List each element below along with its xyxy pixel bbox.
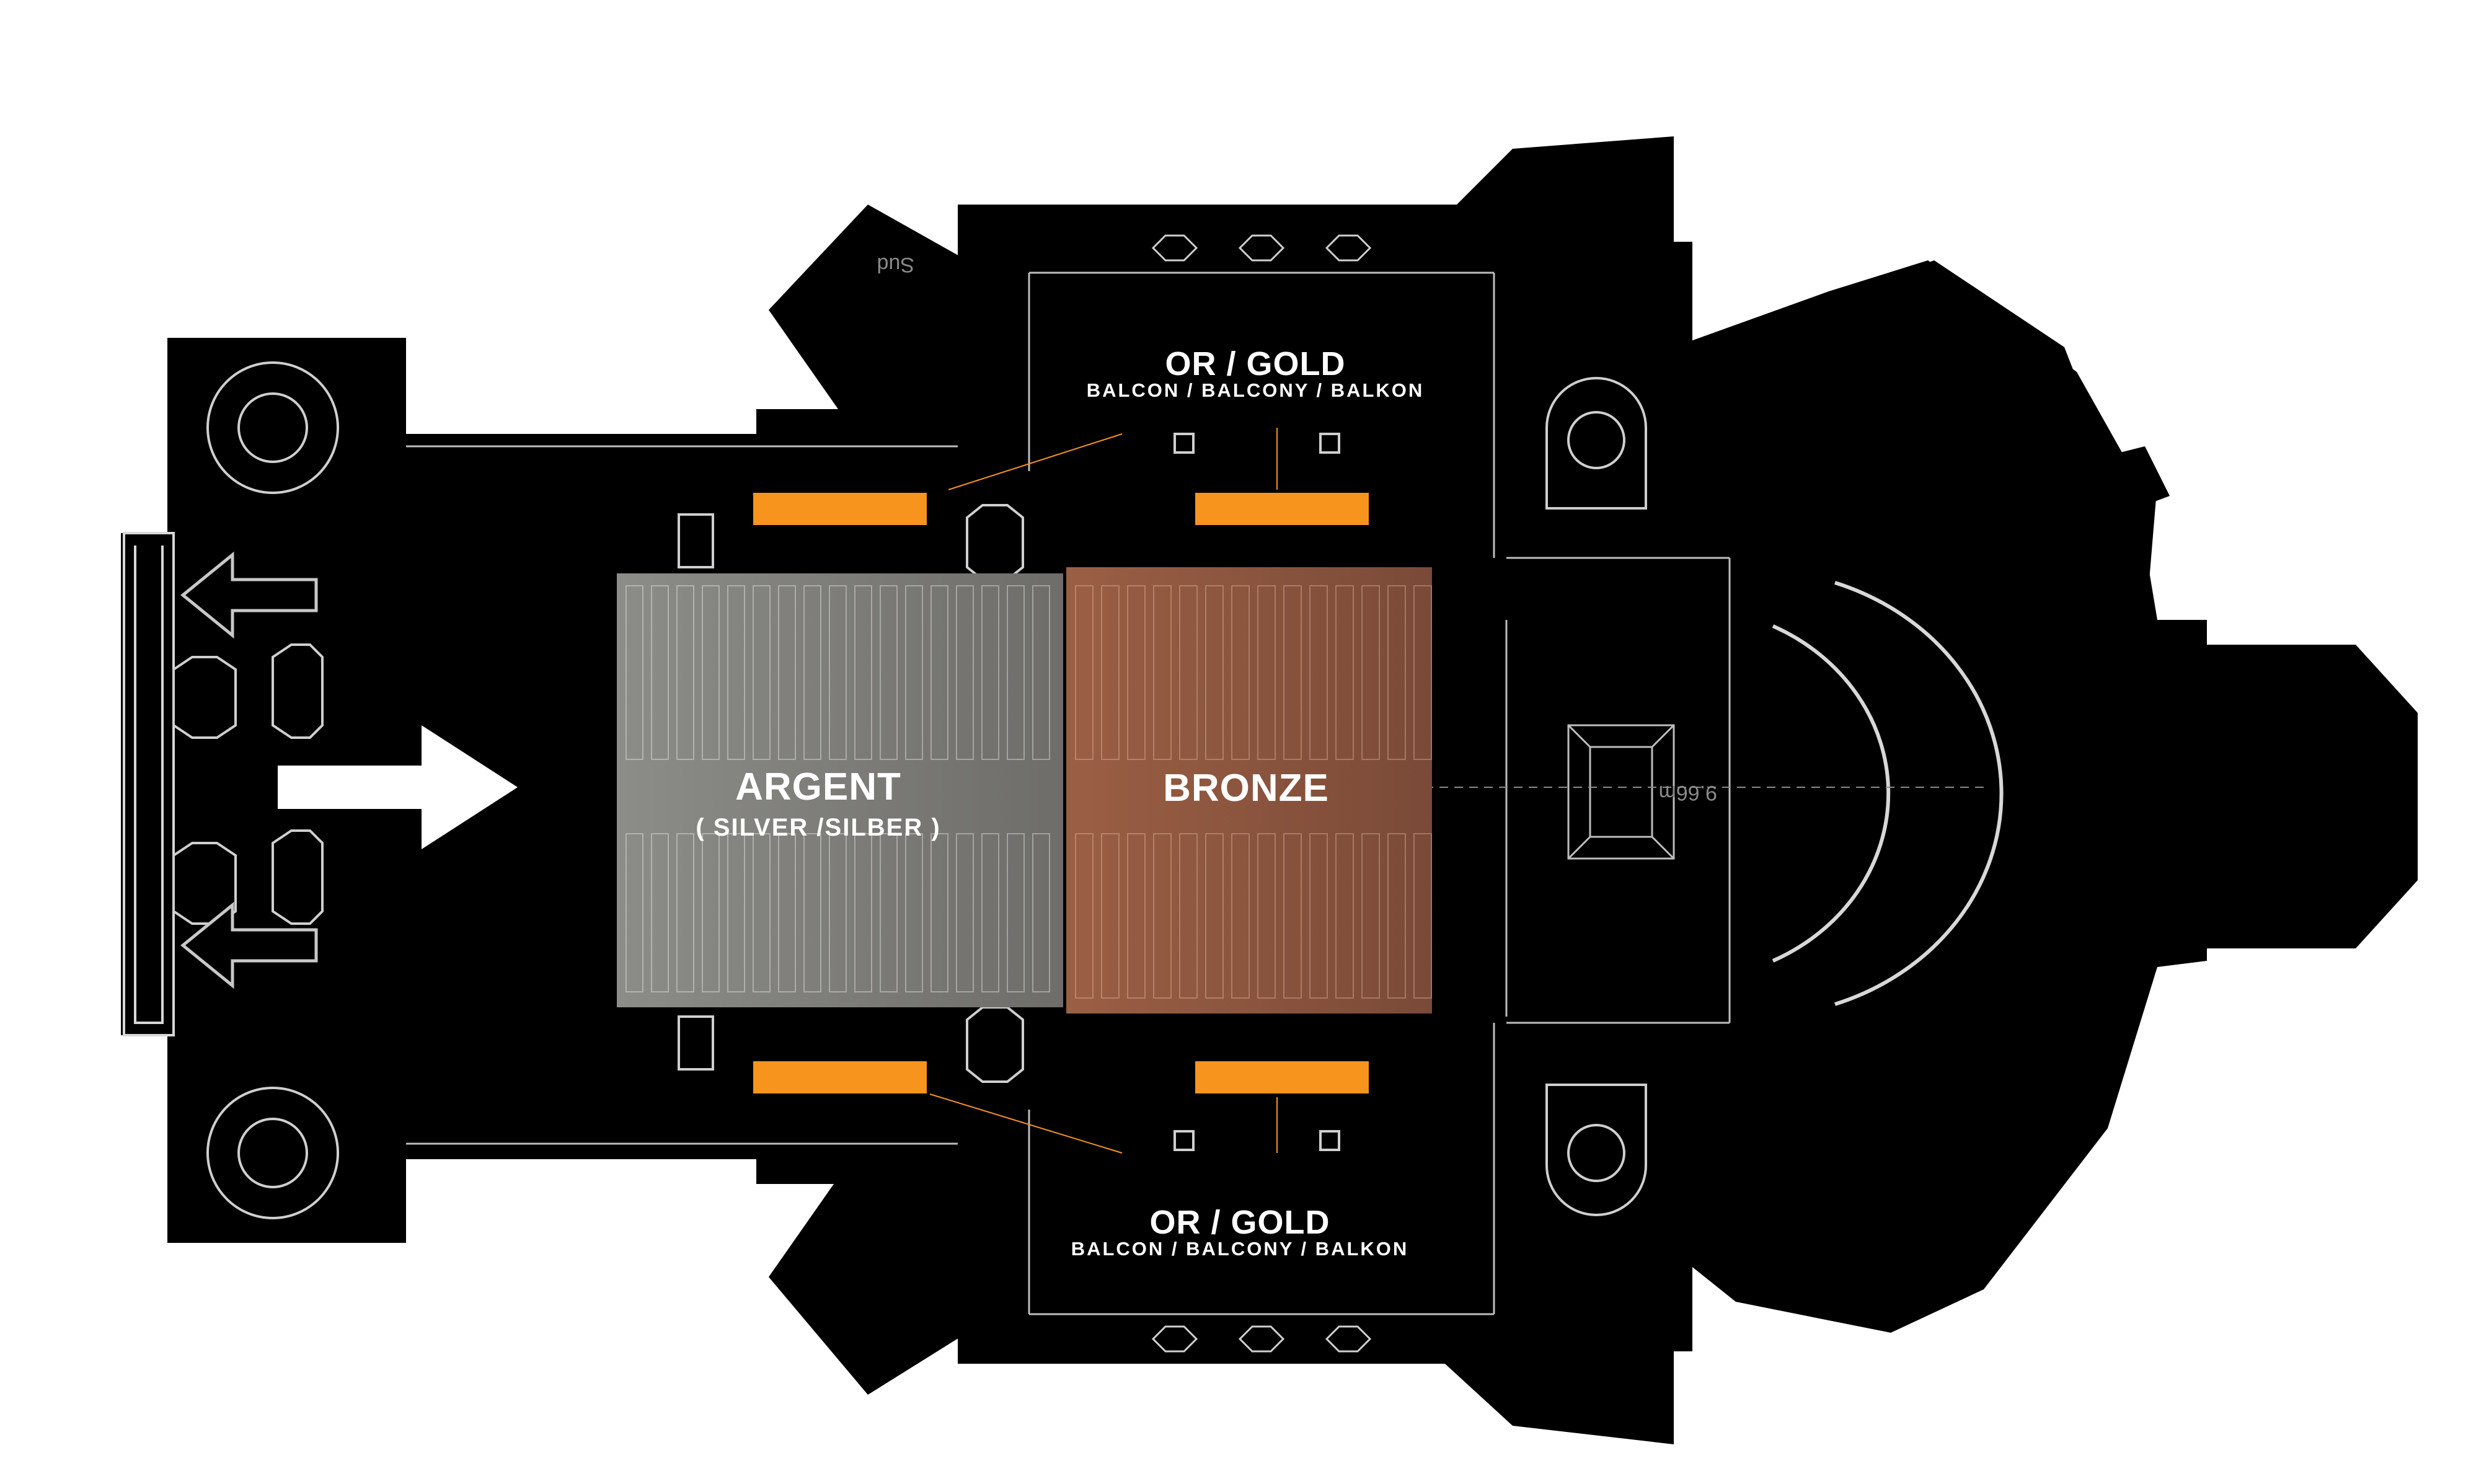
pew-row	[1361, 585, 1380, 760]
pew-row	[1101, 585, 1120, 760]
pew-row	[829, 585, 847, 760]
pew-row	[956, 585, 974, 760]
pew-row	[1075, 833, 1094, 999]
pew-row	[981, 585, 999, 760]
gold-balcony-bar-top-right[interactable]	[1195, 493, 1369, 525]
pew-row	[854, 585, 872, 760]
pew-row	[1231, 833, 1250, 999]
pew-row	[880, 585, 898, 760]
pew-row	[1127, 833, 1146, 999]
zone-silver-name: ARGENT	[735, 766, 901, 808]
pew-row	[1309, 833, 1328, 999]
pew-row	[1075, 585, 1094, 760]
choir-arc	[1772, 581, 2004, 1006]
pew-row	[1283, 585, 1302, 760]
zone-gold-bottom-name: OR / GOLD	[1150, 1204, 1330, 1241]
pew-row	[1101, 833, 1120, 999]
pew-row	[1257, 585, 1276, 760]
pew-row	[1153, 585, 1172, 760]
pew-row	[1413, 585, 1432, 760]
pew-row	[1387, 833, 1406, 999]
pew-row	[778, 833, 796, 992]
pew-row	[981, 833, 999, 992]
window-openings	[1151, 234, 1372, 1353]
pew-row	[676, 833, 694, 992]
pew-row	[803, 585, 821, 760]
pew-row	[727, 833, 745, 992]
pew-row	[1335, 833, 1354, 999]
pew-row	[854, 833, 872, 992]
pew-row	[803, 833, 821, 992]
zone-gold-top-name: OR / GOLD	[1165, 345, 1346, 382]
pew-row	[1283, 833, 1302, 999]
gold-balcony-bar-top-left[interactable]	[753, 493, 927, 525]
pew-row	[651, 585, 669, 760]
zone-silver-subtitle: ( SILVER /SILBER )	[696, 814, 940, 841]
pew-row	[1335, 585, 1354, 760]
pew-row	[753, 833, 771, 992]
pew-row	[905, 833, 923, 992]
pew-row	[625, 585, 643, 760]
pew-row	[1413, 833, 1432, 999]
pew-row	[1032, 833, 1050, 992]
altar	[1567, 724, 1675, 860]
zone-gold-top[interactable]: OR / GOLD BALCON / BALCONY / BALKON	[753, 345, 1424, 525]
center-dimension: 9.66m	[1395, 781, 1984, 805]
entrance-arrow-icon	[278, 725, 518, 849]
pew-row	[676, 585, 694, 760]
wall-lines	[406, 272, 1731, 1315]
pew-row	[905, 585, 923, 760]
pew-row	[1007, 585, 1025, 760]
dimension-label: 9.66m	[1659, 781, 1718, 805]
pillars	[172, 433, 1340, 1151]
pew-row	[702, 585, 720, 760]
pew-row	[930, 585, 948, 760]
zone-bronze-area[interactable]	[1066, 567, 1432, 1014]
pew-row	[1257, 833, 1276, 999]
silver-seat-rows	[625, 585, 1050, 992]
pew-row	[1179, 585, 1198, 760]
pew-row	[930, 833, 948, 992]
zone-gold-bottom[interactable]: OR / GOLD BALCON / BALCONY / BALKON	[753, 1061, 1408, 1260]
pew-row	[1387, 585, 1406, 760]
pew-row	[1205, 585, 1224, 760]
west-facade-lines	[123, 532, 175, 1036]
pew-row	[753, 585, 771, 760]
zone-gold-top-subtitle: BALCON / BALCONY / BALKON	[1087, 379, 1425, 401]
pew-row	[1205, 833, 1224, 999]
pew-row	[727, 585, 745, 760]
pew-row	[1361, 833, 1380, 999]
exit-arrow-icon-bottom	[180, 901, 318, 989]
pew-row	[651, 833, 669, 992]
spiral-staircases	[206, 361, 1647, 1219]
pew-row	[1309, 585, 1328, 760]
pew-row	[880, 833, 898, 992]
pew-row	[1179, 833, 1198, 999]
zone-gold-bottom-subtitle: BALCON / BALCONY / BALKON	[1071, 1238, 1409, 1260]
pew-row	[1153, 833, 1172, 999]
exit-arrow-icon-top	[180, 551, 318, 639]
pew-row	[1007, 833, 1025, 992]
pew-row	[1127, 585, 1146, 760]
pew-row	[778, 585, 796, 760]
pew-row	[625, 833, 643, 992]
stair-mark-label: Sud	[877, 253, 915, 276]
bronze-seat-rows	[1075, 585, 1432, 999]
zone-silver[interactable]: ARGENT ( SILVER /SILBER )	[617, 573, 1063, 1007]
gold-balcony-bar-bottom-right[interactable]	[1195, 1061, 1369, 1093]
zone-bronze[interactable]: BRONZE	[1066, 567, 1432, 1014]
zone-bronze-name: BRONZE	[1163, 767, 1329, 810]
pew-row	[702, 833, 720, 992]
pew-row	[956, 833, 974, 992]
pew-row	[1032, 585, 1050, 760]
pew-row	[1231, 585, 1250, 760]
zone-silver-area[interactable]	[617, 573, 1063, 1007]
gold-balcony-bar-bottom-left[interactable]	[753, 1061, 927, 1093]
pew-row	[829, 833, 847, 992]
